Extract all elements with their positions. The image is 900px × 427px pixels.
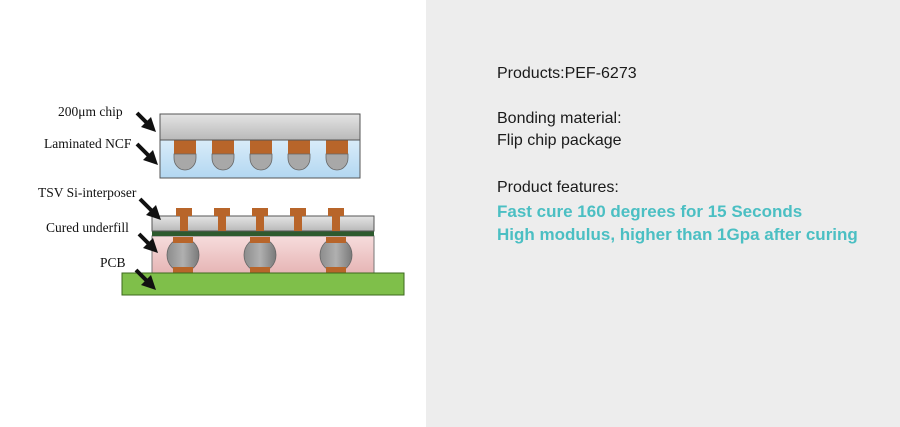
arrow-pcb-icon <box>134 268 156 290</box>
product-name: Products:PEF-6273 <box>497 65 637 82</box>
label-chip: 200μm chip <box>58 104 123 119</box>
chip-layer <box>159 113 361 141</box>
pcb-layer <box>121 272 405 296</box>
arrow-ncf-icon <box>135 142 158 165</box>
diagram-panel: 200μm chip Laminated NCF TSV Si-interpos… <box>0 0 426 427</box>
arrow-underfill-icon <box>137 232 158 253</box>
solder-balls <box>166 237 353 273</box>
label-pcb: PCB <box>100 255 126 270</box>
label-underfill: Cured underfill <box>46 220 129 235</box>
arrow-chip-icon <box>135 111 156 132</box>
tsv-vias <box>176 208 344 231</box>
bonding-value: Flip chip package <box>497 132 622 149</box>
label-tsv: TSV Si-interposer <box>38 185 137 200</box>
arrows <box>134 111 161 290</box>
features-title: Product features: <box>497 179 619 196</box>
feature-item: High modulus, higher than 1Gpa after cur… <box>497 225 858 244</box>
ncf-bumps <box>173 140 349 171</box>
label-ncf: Laminated NCF <box>44 136 132 151</box>
info-panel <box>426 0 900 427</box>
arrow-tsv-icon <box>138 197 161 220</box>
interposer-base <box>152 230 374 236</box>
feature-item: Fast cure 160 degrees for 15 Seconds <box>497 202 803 221</box>
flip-chip-diagram: 200μm chip Laminated NCF TSV Si-interpos… <box>38 104 405 296</box>
bonding-title: Bonding material: <box>497 110 622 127</box>
